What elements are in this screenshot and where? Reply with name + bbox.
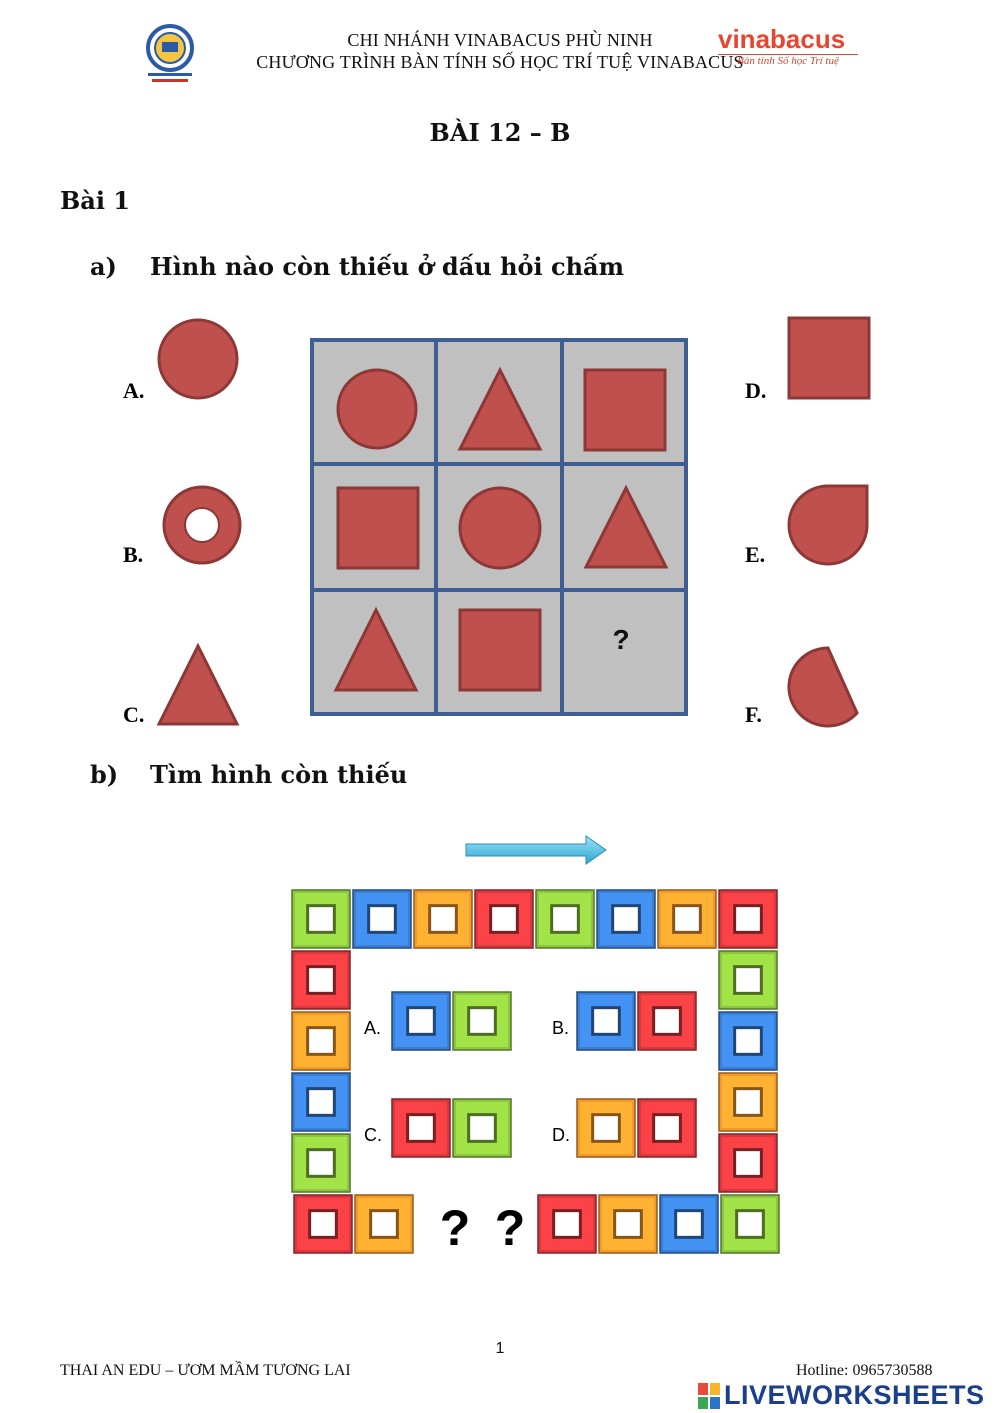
option-block-blue	[576, 991, 636, 1051]
grid-square	[336, 486, 420, 570]
option-c-triangle[interactable]	[156, 642, 240, 726]
option-block-green	[452, 1098, 512, 1158]
track-block-green	[291, 1133, 351, 1193]
option-a-circle[interactable]	[157, 318, 239, 400]
track-block-orange	[354, 1194, 414, 1254]
grid-triangle	[333, 606, 419, 692]
track-block-red	[291, 950, 351, 1010]
org-line-1: CHI NHÁNH VINABACUS PHÙ NINH	[347, 30, 653, 50]
vinabacus-logo: vinabacus Bàn tính Số học Trí tuệ	[718, 24, 858, 70]
track-block-red	[537, 1194, 597, 1254]
footer-left: THAI AN EDU – ƯƠM MẦM TƯƠNG LAI	[60, 1362, 351, 1379]
grid-circle	[336, 368, 418, 450]
block-options: A. B. C. D.	[364, 991, 697, 1158]
option-block-red	[637, 991, 697, 1051]
track-block-red	[293, 1194, 353, 1254]
track-block-orange	[657, 889, 717, 949]
grid-circle	[458, 486, 542, 570]
option-a-label: A.	[123, 378, 144, 403]
track-block-blue	[659, 1194, 719, 1254]
page-title: BÀI 12 – B	[429, 118, 571, 147]
missing-block-question-1: ?	[440, 1200, 471, 1256]
track-block-green	[718, 950, 778, 1010]
option-f-half-circle[interactable]	[787, 646, 859, 728]
option-block-red	[391, 1098, 451, 1158]
block-option-b-label: B.	[552, 1018, 569, 1038]
block-option-a-label: A.	[364, 1018, 381, 1038]
footer-hotline: Hotline: 0965730588	[796, 1362, 933, 1379]
option-e-teardrop[interactable]	[787, 484, 869, 566]
block-option-a[interactable]	[391, 991, 512, 1051]
grid-triangle	[457, 366, 543, 451]
vinabacus-tagline: Bàn tính Số học Trí tuệ	[718, 54, 858, 67]
track-block-orange	[718, 1072, 778, 1132]
track-block-blue	[352, 889, 412, 949]
puzzle-b: A. B. C. D. ? ?	[291, 835, 780, 1256]
track-block-blue	[718, 1011, 778, 1071]
block-option-d[interactable]	[576, 1098, 697, 1158]
block-option-c[interactable]	[391, 1098, 512, 1158]
option-e-label: E.	[745, 542, 765, 567]
block-track	[291, 889, 780, 1254]
block-option-c-label: C.	[364, 1125, 382, 1145]
part-a-heading: a) Hình nào còn thiếu ở dấu hỏi chấm	[90, 252, 624, 281]
track-block-green	[720, 1194, 780, 1254]
track-block-red	[718, 1133, 778, 1193]
puzzle-a: A. B. C. ? D. E. F.	[123, 316, 871, 728]
part-b-heading: b) Tìm hình còn thiếu	[90, 760, 407, 789]
block-option-d-label: D.	[552, 1125, 570, 1145]
part-b-text: Tìm hình còn thiếu	[150, 760, 408, 789]
page-number: 1	[495, 1340, 505, 1357]
track-block-green	[535, 889, 595, 949]
grid-question-mark: ?	[612, 624, 629, 655]
track-block-red	[718, 889, 778, 949]
exercise-heading: Bài 1	[60, 186, 131, 215]
part-a-text: Hình nào còn thiếu ở dấu hỏi chấm	[150, 252, 624, 281]
vinabacus-logo-text: vinabacus	[718, 24, 846, 54]
option-b-label: B.	[123, 542, 143, 567]
track-block-blue	[291, 1072, 351, 1132]
option-f-label: F.	[745, 702, 762, 727]
missing-block-question-2: ?	[495, 1200, 526, 1256]
track-block-orange	[291, 1011, 351, 1071]
liveworksheets-text: LIVEWORKSHEETS	[724, 1380, 985, 1410]
block-option-b[interactable]	[576, 991, 697, 1051]
shape-grid: ?	[310, 338, 688, 716]
grid-triangle	[583, 484, 669, 569]
grid-square	[583, 368, 667, 452]
option-block-blue	[391, 991, 451, 1051]
track-block-blue	[596, 889, 656, 949]
option-block-orange	[576, 1098, 636, 1158]
liveworksheets-icon	[698, 1382, 720, 1409]
part-b-label: b)	[90, 760, 119, 789]
track-block-red	[474, 889, 534, 949]
liveworksheets-brand: LIVEWORKSHEETS	[698, 1380, 985, 1411]
track-block-orange	[598, 1194, 658, 1254]
option-block-red	[637, 1098, 697, 1158]
track-block-orange	[413, 889, 473, 949]
direction-arrow	[465, 835, 607, 865]
org-line-2: CHƯƠNG TRÌNH BÀN TÍNH SỐ HỌC TRÍ TUỆ VIN…	[256, 52, 744, 72]
thai-an-logo	[146, 24, 194, 82]
grid-square	[458, 608, 542, 692]
option-c-label: C.	[123, 702, 144, 727]
option-d-label: D.	[745, 378, 766, 403]
track-block-green	[291, 889, 351, 949]
option-d-square[interactable]	[787, 316, 871, 400]
part-a-label: a)	[90, 252, 117, 281]
option-block-green	[452, 991, 512, 1051]
